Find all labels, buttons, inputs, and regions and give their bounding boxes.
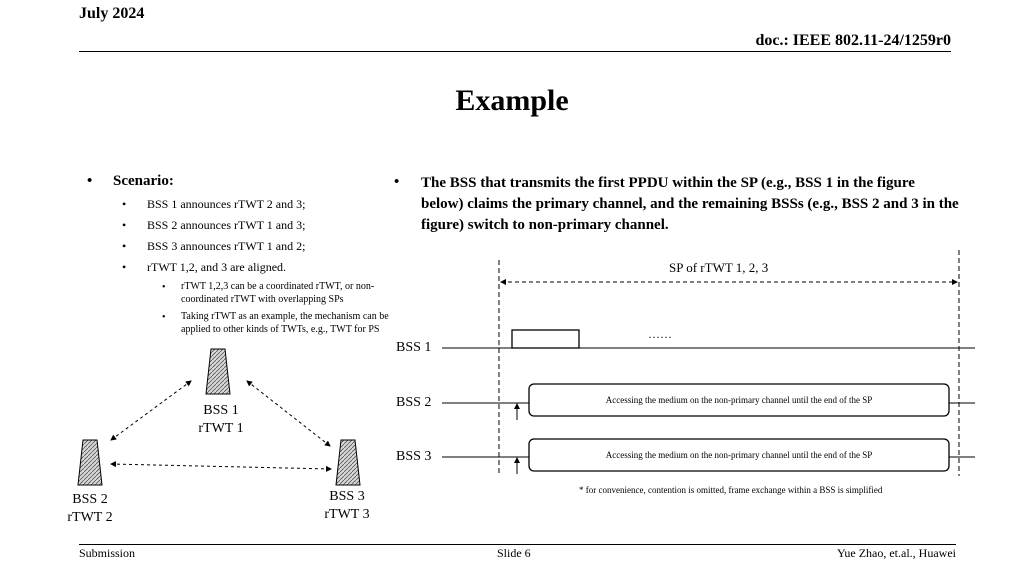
link-arrow xyxy=(110,461,332,472)
sub-list-item: Taking rTWT as an example, the mechanism… xyxy=(181,311,389,335)
access-point-icon xyxy=(77,439,103,486)
access-box-bss3 xyxy=(528,438,950,472)
access-box-text: Accessing the medium on the non-primary … xyxy=(605,450,873,460)
bullet-mark: • xyxy=(162,282,166,293)
description-paragraph: The BSS that transmits the first PPDU wi… xyxy=(421,175,959,233)
sub-list-item: rTWT 1,2,3 can be a coordinated rTWT, or… xyxy=(181,281,375,305)
footer-author: Yue Zhao, et.al., Huawei xyxy=(837,546,956,560)
access-point-icon xyxy=(335,439,361,486)
header-date: July 2024 xyxy=(79,5,145,22)
ap1-label: BSS 1 rTWT 1 xyxy=(190,402,252,438)
ellipsis-dots: …… xyxy=(648,327,672,341)
ppdu-box xyxy=(511,329,580,349)
bullet-mark: • xyxy=(122,260,127,274)
bullet-mark: • xyxy=(122,218,127,232)
list-item: BSS 1 announces rTWT 2 and 3; xyxy=(147,197,306,211)
link-arrow xyxy=(246,380,331,447)
page-title: Example xyxy=(455,84,569,117)
bullet-mark: • xyxy=(87,173,93,189)
sp-label: SP of rTWT 1, 2, 3 xyxy=(669,260,769,275)
row-label-bss2: BSS 2 xyxy=(396,395,432,410)
bullet-mark: • xyxy=(122,239,127,253)
link-arrow xyxy=(110,380,192,441)
access-point-icon xyxy=(205,348,231,395)
slide-number: Slide 6 xyxy=(497,546,531,560)
list-item: BSS 2 announces rTWT 1 and 3; xyxy=(147,218,306,232)
access-box-bss2 xyxy=(528,383,950,417)
ap3-twt: rTWT 3 xyxy=(324,507,370,522)
ap2-twt: rTWT 2 xyxy=(67,510,113,525)
scenario-heading: Scenario: xyxy=(113,173,174,189)
footnote: * for convenience, contention is omitted… xyxy=(579,485,883,495)
bullet-mark: • xyxy=(122,197,127,211)
ap1-name: BSS 1 xyxy=(203,403,239,418)
access-box-text: Accessing the medium on the non-primary … xyxy=(605,395,873,405)
ap2-label: BSS 2 rTWT 2 xyxy=(59,491,121,527)
footer-left: Submission xyxy=(79,546,136,560)
ap3-name: BSS 3 xyxy=(329,489,365,504)
header-rule xyxy=(79,51,951,52)
header-doc-id: doc.: IEEE 802.11-24/1259r0 xyxy=(755,32,951,49)
row-label-bss1: BSS 1 xyxy=(396,340,432,355)
list-item: rTWT 1,2, and 3 are aligned. xyxy=(147,260,287,274)
footer-rule xyxy=(79,544,956,545)
row-label-bss3: BSS 3 xyxy=(396,449,432,464)
list-item: BSS 3 announces rTWT 1 and 2; xyxy=(147,239,306,253)
ap3-label: BSS 3 rTWT 3 xyxy=(316,488,378,524)
bullet-mark: • xyxy=(394,174,400,190)
ap2-name: BSS 2 xyxy=(72,492,108,507)
bullet-mark: • xyxy=(162,312,166,323)
ap1-twt: rTWT 1 xyxy=(198,421,244,436)
